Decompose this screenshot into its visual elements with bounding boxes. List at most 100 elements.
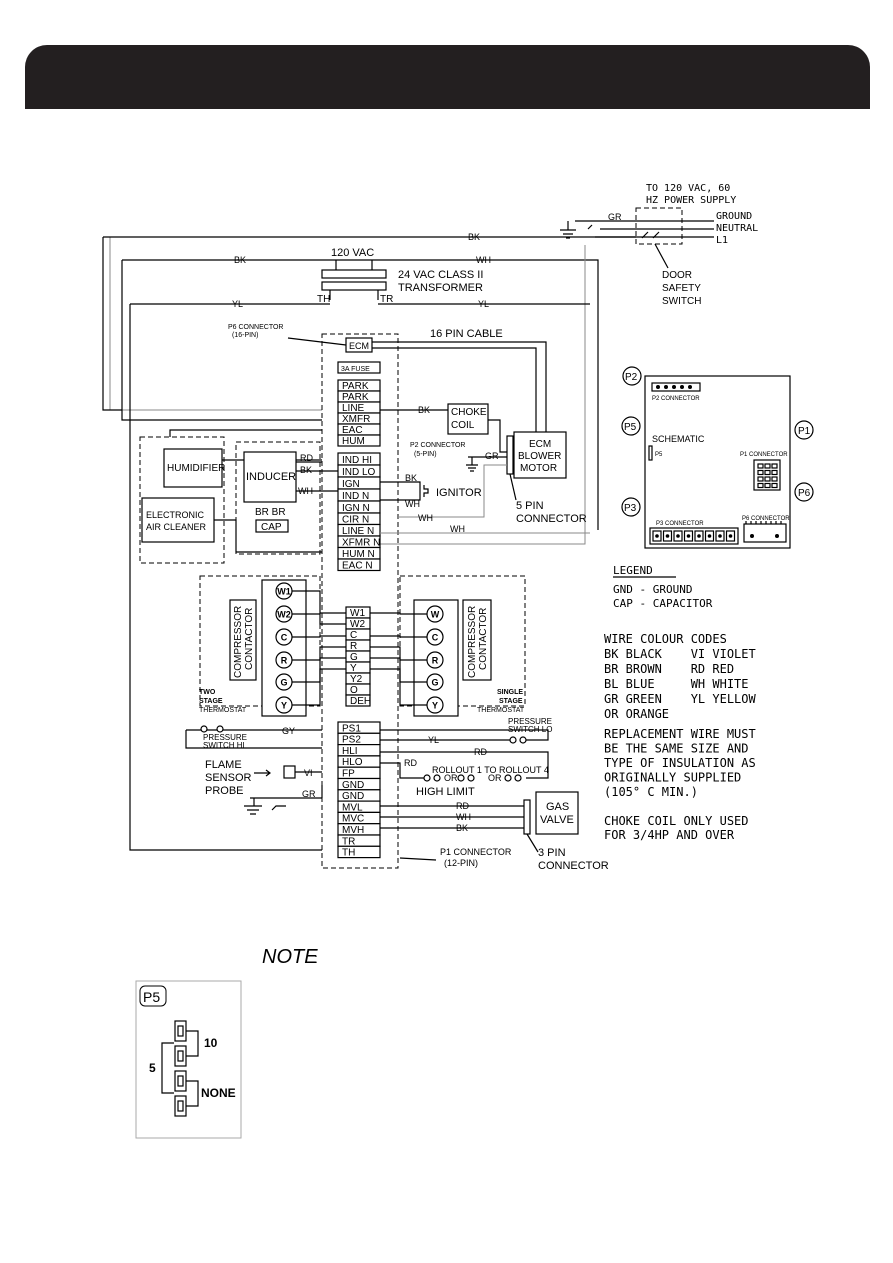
humidifier-label: HUMIDIFIER bbox=[167, 463, 225, 474]
door-switch-1: DOOR bbox=[662, 270, 692, 281]
neutral-terminal-label: HUM N bbox=[342, 549, 375, 560]
wh-ecm-label: WH bbox=[418, 513, 433, 523]
single-stage-1: SINGLE bbox=[497, 689, 523, 696]
bk-label-top: BK bbox=[468, 232, 480, 242]
pressure-hi-2: SWITCH HI bbox=[203, 741, 245, 750]
bk-valve-label: BK bbox=[456, 823, 468, 833]
air-cleaner-2: AIR CLEANER bbox=[146, 522, 207, 532]
flame-probe bbox=[283, 765, 296, 779]
board-p3-conn: P3 CONNECTOR bbox=[656, 521, 704, 527]
replacement-note-row: BE THE SAME SIZE AND bbox=[604, 742, 749, 756]
board-p5-label: P5 bbox=[624, 422, 637, 433]
p1-terminal-label: MVH bbox=[342, 825, 364, 836]
two-stage-outline bbox=[199, 575, 321, 707]
wh-inducer-label: WH bbox=[298, 486, 313, 496]
single-stage-terminal-label: R bbox=[432, 656, 439, 666]
ecm-plug bbox=[345, 337, 373, 353]
accessory-outline bbox=[139, 436, 225, 564]
legend-cap: CAP - CAPACITOR bbox=[613, 597, 713, 610]
single-stage-outline bbox=[399, 575, 526, 707]
p2-connector-2: (5-PIN) bbox=[414, 451, 437, 458]
legend-gnd: GND - GROUND bbox=[613, 583, 692, 596]
colour-code-row: BK BLACK VI VIOLET bbox=[604, 647, 756, 661]
replacement-note-row: (105° C MIN.) bbox=[604, 785, 698, 799]
p1-terminal-label: FP bbox=[342, 769, 355, 780]
p2-terminal-label: IND LO bbox=[342, 467, 376, 478]
line-terminal-cell bbox=[337, 434, 381, 447]
neutral-terminal-label: LINE N bbox=[342, 526, 374, 537]
p1-terminal-label: TR bbox=[342, 836, 355, 847]
yl-pressure-label: YL bbox=[428, 735, 439, 745]
fuse-box bbox=[337, 361, 381, 374]
p2-terminal-label: IGN N bbox=[342, 503, 370, 514]
five-pin-2: CONNECTOR bbox=[516, 513, 587, 525]
gas-valve-1: GAS bbox=[546, 801, 569, 813]
neutral-terminal-label: XFMR N bbox=[342, 538, 380, 549]
cap-label: CAP bbox=[261, 522, 282, 533]
colour-codes-title: WIRE COLOUR CODES bbox=[604, 632, 727, 646]
gr-ecm-label: GR bbox=[485, 451, 499, 461]
choke-note-row: FOR 3/4HP AND OVER bbox=[604, 828, 735, 842]
door-switch-3: SWITCH bbox=[662, 296, 701, 307]
line-terminal-label: PARK bbox=[342, 392, 369, 403]
vi-label: VI bbox=[304, 768, 313, 778]
gy-label: GY bbox=[282, 726, 295, 736]
p1-terminal-label: GND bbox=[342, 780, 364, 791]
line-terminal-label: PARK bbox=[342, 381, 369, 392]
board-p1-label: P1 bbox=[798, 426, 811, 437]
choke-line-1: CHOKE bbox=[451, 407, 487, 418]
thermostat-terminal-label: C bbox=[350, 630, 357, 641]
ecm-motor-1: ECM bbox=[529, 439, 551, 450]
contactor-right-2: CONTACTOR bbox=[478, 608, 489, 670]
thermostat-terminal-label: W1 bbox=[350, 608, 365, 619]
p5-detail-five: 5 bbox=[149, 1061, 156, 1075]
board-p5-small: P5 bbox=[655, 452, 663, 458]
ecm-motor-3: MOTOR bbox=[520, 463, 557, 474]
cable-label: 16 PIN CABLE bbox=[430, 328, 503, 340]
p1-connector-2: (12-PIN) bbox=[444, 858, 478, 868]
rd-hlo-label: RD bbox=[404, 758, 417, 768]
door-switch-2: SAFETY bbox=[662, 283, 701, 294]
line-terminal-label: XMFR bbox=[342, 414, 370, 425]
wh-ign-label: WH bbox=[405, 499, 420, 509]
replacement-note-row: TYPE OF INSULATION AS bbox=[604, 756, 756, 770]
two-stage-terminal-label: W1 bbox=[277, 587, 291, 597]
five-pin-1: 5 PIN bbox=[516, 500, 544, 512]
ecm-motor-2: BLOWER bbox=[518, 451, 561, 462]
wh-valve-label: WH bbox=[456, 812, 471, 822]
gas-valve-box bbox=[535, 791, 579, 835]
line-terminal-label: HUM bbox=[342, 436, 365, 447]
p6-connector-2: (16-PIN) bbox=[232, 332, 258, 339]
bk-label-2: BK bbox=[234, 255, 246, 265]
p5-detail-none: NONE bbox=[201, 1086, 236, 1100]
p1-terminal-label: PS1 bbox=[342, 723, 361, 734]
single-stage-terminal-label: Y bbox=[432, 701, 438, 711]
header-bar bbox=[25, 45, 870, 109]
single-stage-2: STAGE bbox=[499, 698, 523, 705]
single-stage-3: THERMOSTAT bbox=[477, 707, 525, 714]
replacement-note-row: REPLACEMENT WIRE MUST bbox=[604, 727, 756, 741]
th-label: TH bbox=[317, 294, 330, 305]
colour-code-row: BL BLUE WH WHITE bbox=[604, 677, 749, 691]
two-stage-thermostat bbox=[261, 579, 307, 717]
tr-label: TR bbox=[380, 294, 393, 305]
thermostat-terminal-cell bbox=[345, 694, 371, 707]
ground-label: GROUND bbox=[716, 211, 752, 222]
gr-flame-label: GR bbox=[302, 789, 316, 799]
choke-line-2: COIL bbox=[451, 420, 475, 431]
single-stage-terminal-label: C bbox=[432, 633, 439, 643]
thermostat-terminal-label: DEH bbox=[350, 696, 371, 707]
p2-terminal-label: IND HI bbox=[342, 455, 372, 466]
contactor-left-1: COMPRESSOR bbox=[233, 606, 244, 678]
gas-valve-2: VALVE bbox=[540, 814, 574, 826]
two-stage-terminal-label: W2 bbox=[277, 610, 291, 620]
air-cleaner-box bbox=[141, 497, 215, 543]
board-p6-conn: P6 CONNECTOR bbox=[742, 516, 790, 522]
neutral-terminal-label: EAC N bbox=[342, 561, 373, 572]
two-stage-3: THERMOSTAT bbox=[199, 707, 247, 714]
